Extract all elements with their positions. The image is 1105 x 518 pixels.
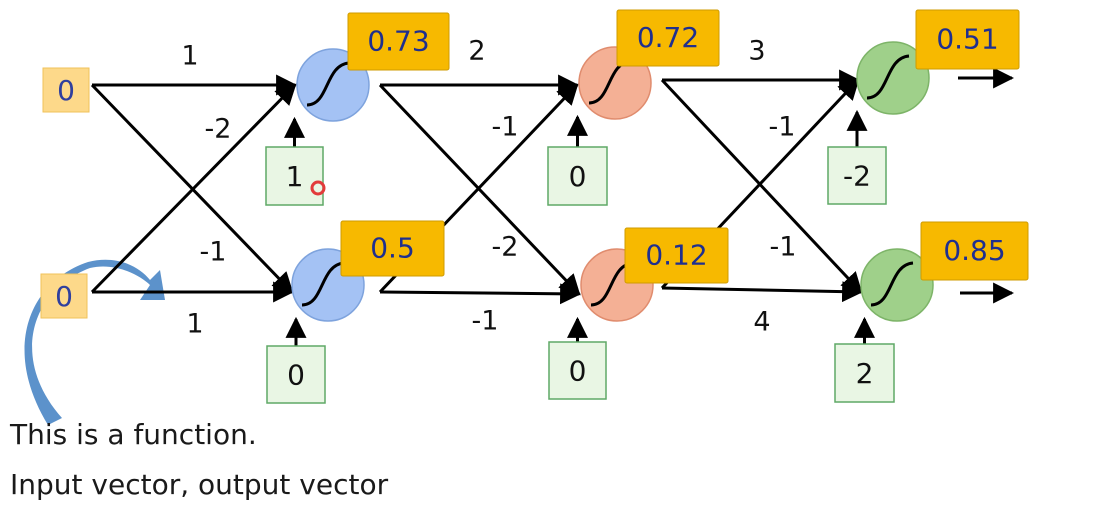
bias-box-l1-top — [265, 146, 324, 206]
weight-l3-top-from-bottom: -1 — [769, 112, 796, 143]
weight-l1-bottom-from-bottom: 1 — [186, 309, 203, 340]
sigmoid-icon — [306, 61, 350, 107]
bias-box-l3-top — [827, 146, 887, 205]
caption-line-2: Input vector, output vector — [10, 468, 389, 501]
weight-l3-top-from-top: 3 — [748, 36, 765, 67]
output-value-l3-top: 0.51 — [936, 23, 998, 56]
edge-l2-bottom-from-top — [378, 83, 581, 296]
output-box-l1-top — [347, 12, 450, 71]
weight-l2-bottom-from-top: -2 — [492, 232, 519, 263]
sigmoid-icon — [870, 261, 914, 307]
edge-l3-bottom-from-top — [660, 78, 863, 294]
input-value-2: 0 — [55, 280, 73, 313]
weight-l2-top-from-top: 2 — [468, 36, 485, 67]
output-box-l2-top — [616, 9, 720, 67]
weight-l3-bottom-from-bottom: 4 — [753, 307, 770, 338]
output-box-l3-bottom — [920, 221, 1029, 281]
input-value-1: 0 — [57, 74, 75, 107]
weight-l3-bottom-from-top: -1 — [770, 232, 797, 263]
bias-box-l1-bottom — [266, 345, 326, 404]
edge-l3-bottom-from-bottom — [661, 281, 864, 303]
weight-l2-bottom-from-bottom: -1 — [472, 306, 499, 337]
caption-line-1: This is a function. — [10, 418, 257, 451]
output-value-l1-top: 0.73 — [367, 25, 429, 58]
weight-l1-bottom-from-top: -1 — [200, 237, 227, 268]
output-value-l2-top: 0.72 — [637, 21, 699, 54]
weight-l1-top-from-top: 1 — [181, 41, 198, 72]
bias-value-l3-bottom: 2 — [856, 357, 874, 390]
bias-value-l1-bottom: 0 — [287, 359, 305, 392]
output-box-l3-top — [915, 9, 1020, 70]
bias-value-l2-bottom: 0 — [569, 355, 587, 388]
bias-box-l2-bottom — [548, 341, 607, 400]
bias-value-l1-top: 1 — [286, 160, 304, 193]
bias-box-l3-bottom — [834, 343, 895, 403]
sigmoid-icon — [301, 261, 345, 307]
weight-l1-top-from-bottom: -2 — [205, 114, 232, 145]
edge-l2-bottom-from-bottom — [379, 283, 582, 305]
edge-l1-bottom-from-top — [90, 83, 294, 294]
output-value-l2-bottom: 0.12 — [645, 239, 707, 272]
sigmoid-icon — [866, 54, 910, 100]
output-value-l1-bottom: 0.5 — [370, 232, 415, 265]
weight-l2-top-from-bottom: -1 — [492, 112, 519, 143]
cursor-dot-icon — [310, 180, 326, 196]
output-box-l1-bottom — [340, 220, 445, 277]
input-box-2 — [40, 273, 88, 319]
output-value-l3-bottom: 0.85 — [943, 234, 1005, 267]
bias-value-l3-top: -2 — [843, 160, 871, 193]
input-box-1 — [42, 67, 90, 113]
output-box-l2-bottom — [624, 227, 729, 284]
bias-value-l2-top: 0 — [569, 160, 587, 193]
bias-box-l2-top — [547, 146, 608, 206]
